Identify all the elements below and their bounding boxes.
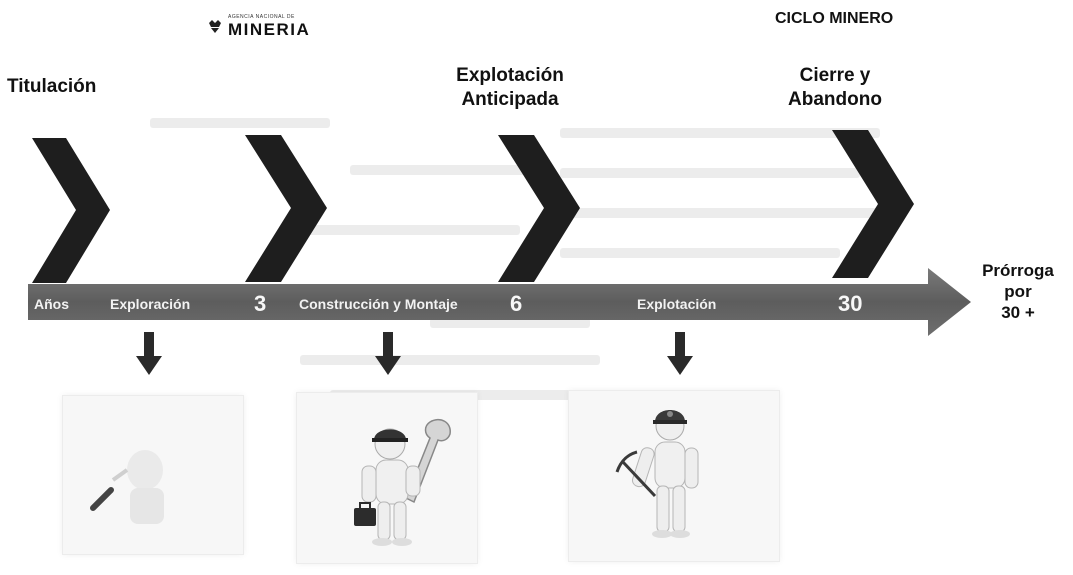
stage-cierre-line2: Abandono (788, 89, 882, 110)
cycle-title: CICLO MINERO (775, 10, 894, 27)
down-arrow-exploracion (136, 332, 162, 375)
down-arrow-explotacion (667, 332, 693, 375)
stage-cierre-line1: Cierre y (799, 65, 871, 86)
timeline-anos: Años (34, 296, 69, 312)
down-arrow-construccion (375, 332, 401, 375)
logo-small-text: AGENCIA NACIONAL DE (228, 14, 295, 20)
extension-line3: 30 + (1001, 303, 1035, 322)
chevron-explotacion-anticipada (498, 135, 580, 282)
timeline-year-6: 6 (510, 291, 523, 316)
crown-icon (209, 20, 221, 33)
exploration-figure-icon (90, 450, 164, 524)
extension-line1: Prórroga (982, 261, 1054, 280)
chevron-titulacion (32, 138, 110, 283)
stage-explotacion-anticipada: Explotación Anticipada (430, 64, 590, 112)
timeline-year-30: 30 (838, 291, 863, 316)
logo-text: MINERIA (228, 20, 311, 39)
stage-cierre-abandono: Cierre y Abandono (765, 64, 905, 112)
timeline-exploracion: Exploración (110, 296, 191, 312)
chevron-construccion (245, 135, 327, 282)
timeline-year-3: 3 (254, 291, 267, 316)
timeline-construccion: Construcción y Montaje (299, 296, 458, 312)
chevron-cierre (832, 130, 914, 278)
miner-worker-icon (615, 410, 699, 538)
stage-titulacion: Titulación (7, 76, 97, 97)
extension-line2: por (1004, 282, 1032, 301)
stage-explotacion-anticipada-line1: Explotación (456, 65, 564, 86)
construction-worker-icon (354, 418, 451, 546)
timeline-arrow (28, 268, 971, 336)
stage-explotacion-anticipada-line2: Anticipada (461, 89, 559, 110)
agency-logo: AGENCIA NACIONAL DE MINERIA (208, 12, 328, 42)
extension-label: Prórroga por 30 + (968, 260, 1068, 323)
timeline-explotacion: Explotación (637, 296, 717, 312)
